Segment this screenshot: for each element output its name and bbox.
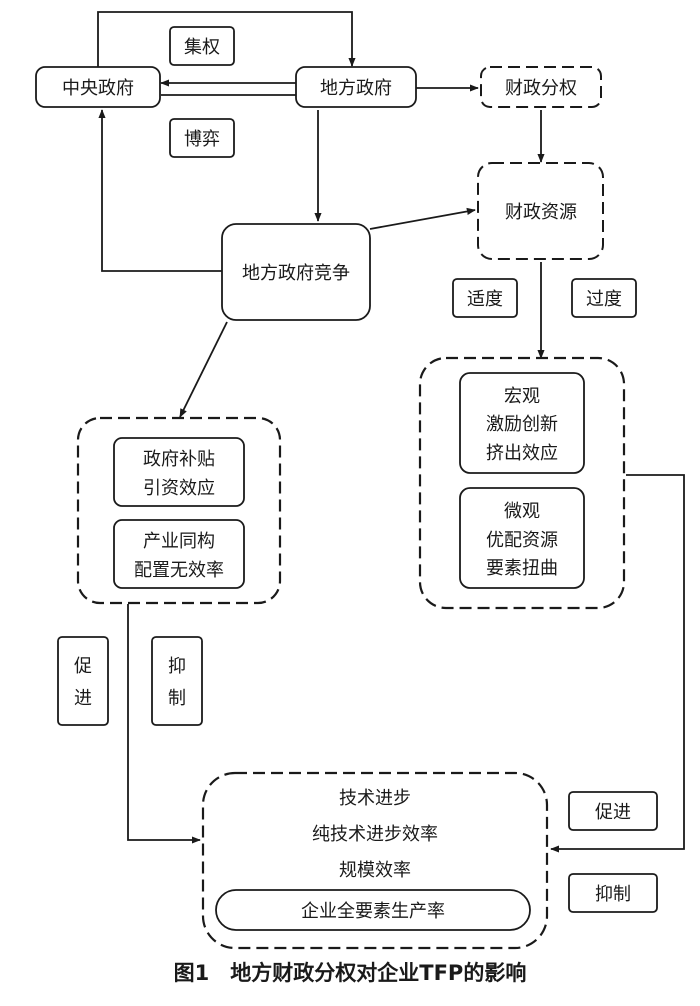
tech-progress-label: 技术进步 (339, 788, 411, 809)
inhibit-left-char2: 制 (168, 688, 186, 709)
isomorphism-node: 产业同构 配置无效率 (113, 519, 245, 589)
fiscal-decentralization-label: 财政分权 (505, 78, 577, 99)
fiscal-decentralization-node: 财政分权 (480, 66, 602, 108)
local-gov-label: 地方政府 (320, 78, 392, 99)
game-label: 博弈 (184, 129, 220, 150)
local-gov-competition-node: 地方政府竞争 (221, 223, 371, 321)
inhibit-left-label-box: 抑 制 (151, 636, 203, 726)
inhibit-right-label: 抑制 (595, 884, 631, 905)
promote-left-char2: 进 (74, 688, 92, 709)
promote-left-label-box: 促 进 (57, 636, 109, 726)
isomorphism-line2: 配置无效率 (134, 560, 224, 581)
fiscal-resources-node: 财政资源 (477, 162, 604, 260)
macro-micro-group-frame (418, 356, 626, 610)
subsidy-group-frame (76, 416, 282, 605)
game-label-box: 博弈 (169, 118, 235, 158)
micro-line1: 微观 (504, 501, 540, 522)
moderate-label: 适度 (467, 289, 503, 310)
macro-line3: 挤出效应 (486, 443, 558, 464)
macro-line2: 激励创新 (486, 414, 558, 435)
micro-node: 微观 优配资源 要素扭曲 (459, 487, 585, 589)
subsidy-line2: 引资效应 (143, 478, 215, 499)
local-gov-node: 地方政府 (295, 66, 417, 108)
macro-node: 宏观 激励创新 挤出效应 (459, 372, 585, 474)
inhibit-right-label-box: 抑制 (568, 873, 658, 913)
central-gov-label: 中央政府 (62, 78, 134, 99)
promote-right-label-box: 促进 (568, 791, 658, 831)
connectors (97, 11, 685, 853)
tfp-group-frame (201, 771, 549, 950)
arrow-central-to-local-top (97, 11, 356, 70)
arrow-competition-to-subsidy-group (179, 321, 228, 418)
local-gov-competition-label: 地方政府竞争 (242, 263, 350, 284)
isomorphism-line1: 产业同构 (143, 531, 215, 552)
excessive-label-box: 过度 (571, 278, 637, 318)
micro-line2: 优配资源 (486, 530, 558, 551)
subsidy-node: 政府补贴 引资效应 (113, 437, 245, 507)
moderate-label-box: 适度 (452, 278, 518, 318)
promote-right-label: 促进 (595, 802, 631, 823)
promote-left-char1: 促 (74, 656, 92, 677)
scale-efficiency-label: 规模效率 (339, 860, 411, 881)
firm-tfp-node: 企业全要素生产率 (215, 889, 531, 931)
fiscal-resources-label: 财政资源 (505, 202, 577, 223)
centralization-label-box: 集权 (169, 26, 235, 66)
inhibit-left-char1: 抑 (168, 656, 186, 677)
arrow-competition-to-resources (369, 207, 476, 230)
centralization-label: 集权 (184, 37, 220, 58)
macro-line1: 宏观 (504, 386, 540, 407)
figure-caption: 图1 地方财政分权对企业TFP的影响 (174, 961, 527, 985)
subsidy-line1: 政府补贴 (143, 449, 215, 470)
central-gov-node: 中央政府 (35, 66, 161, 108)
micro-line3: 要素扭曲 (486, 558, 558, 579)
excessive-label: 过度 (586, 289, 622, 310)
pure-tech-efficiency-label: 纯技术进步效率 (312, 824, 438, 845)
arrow-macro-micro-group-to-tfp (550, 474, 685, 853)
firm-tfp-label: 企业全要素生产率 (301, 901, 445, 922)
arrow-competition-to-central (98, 109, 222, 272)
arrow-subsidy-group-to-tfp (127, 604, 201, 844)
